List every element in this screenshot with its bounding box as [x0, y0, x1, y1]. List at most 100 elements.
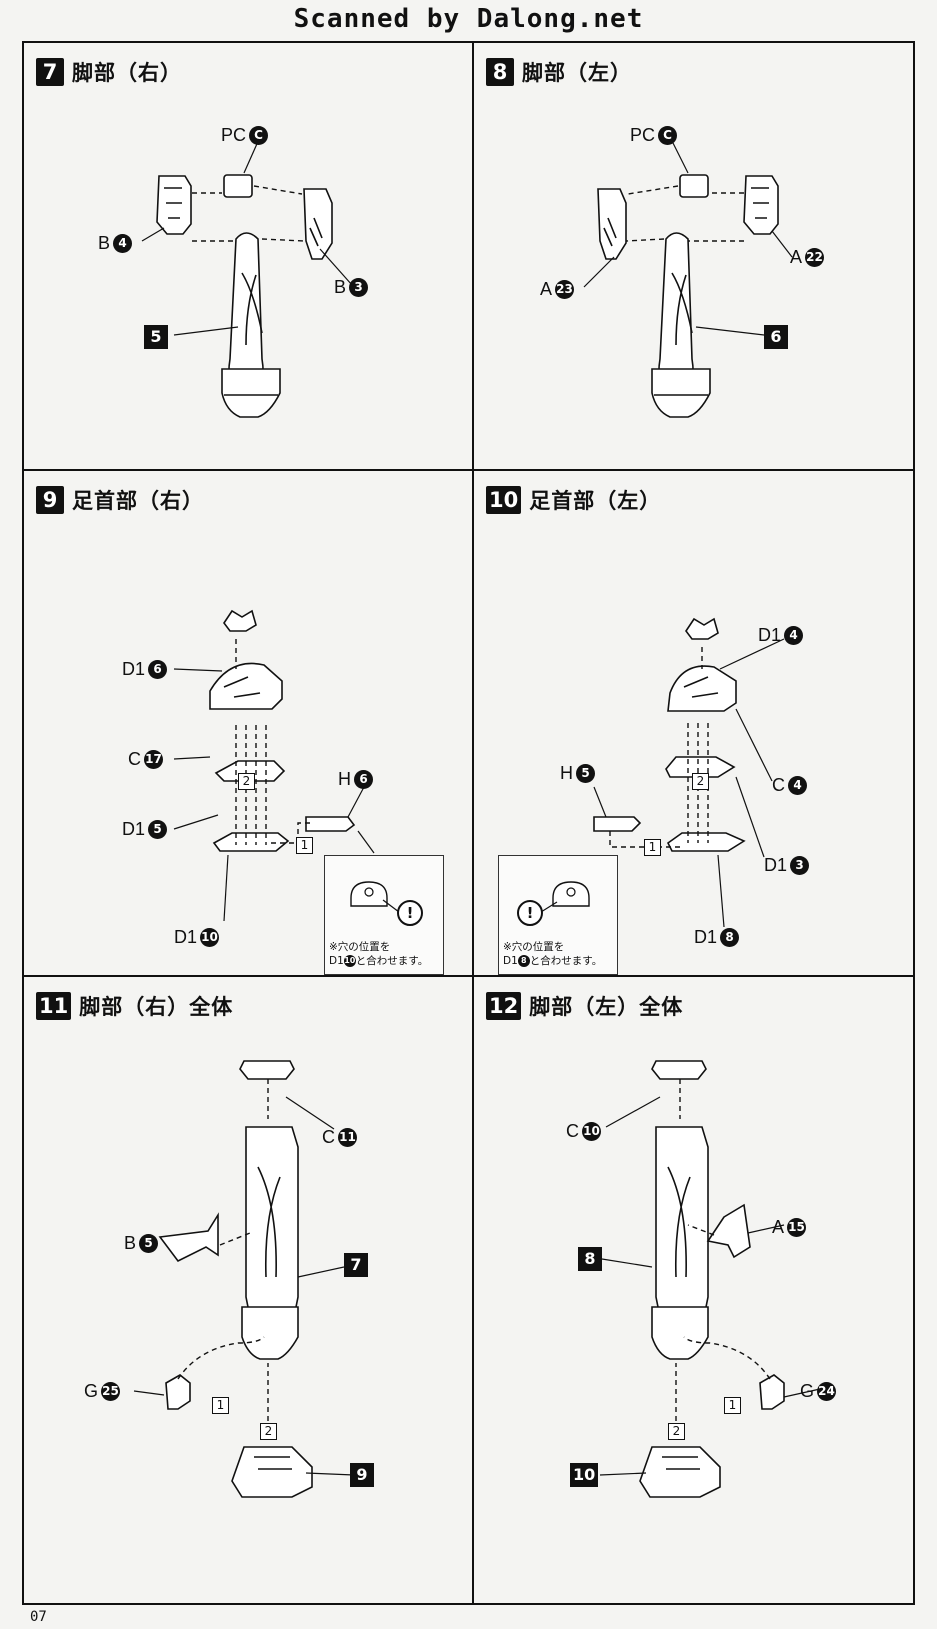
- step-11-title: 11 脚部（右）全体: [36, 991, 233, 1021]
- runner-number-badge: 11: [338, 1128, 357, 1147]
- divider-row-2: [24, 975, 913, 977]
- step-11-panel: 11 脚部（右）全体: [24, 977, 472, 1603]
- step-7-panel: 7 脚部（右）: [24, 43, 472, 469]
- step-8-diagram: [583, 136, 793, 418]
- sequence-marker: 2: [692, 773, 709, 790]
- part-number-box: 8: [578, 1247, 602, 1271]
- step-heading: 脚部（左）全体: [529, 995, 684, 1019]
- step-11-diagram: [133, 1060, 355, 1498]
- hole-alignment-note: ! ※穴の位置を D110と合わせます。: [324, 855, 444, 975]
- runner-number-badge: C: [658, 126, 678, 145]
- step-heading: 脚部（左）: [522, 61, 632, 85]
- step-heading: 脚部（右）全体: [79, 995, 234, 1019]
- step-number: 11: [36, 992, 72, 1020]
- step-10-title: 10 足首部（左）: [486, 485, 661, 515]
- page-number: 07: [30, 1609, 47, 1625]
- runner-number-badge: 5: [576, 764, 595, 783]
- sequence-marker: 1: [644, 839, 661, 856]
- runner-number-badge: 4: [113, 234, 133, 253]
- runner-number-badge: 8: [720, 928, 740, 947]
- instruction-grid: 7 脚部（右）: [22, 41, 915, 1605]
- runner-number-badge: 3: [349, 278, 369, 297]
- step-number: 10: [486, 486, 522, 514]
- step-12-panel: 12 脚部（左）全体: [474, 977, 915, 1603]
- runner-number-badge: 22: [805, 248, 825, 267]
- step-number: 8: [486, 58, 514, 86]
- sequence-marker: 1: [212, 1397, 229, 1414]
- warning-icon: !: [397, 900, 423, 926]
- step-7-diagram: [141, 136, 353, 418]
- part-number-box: 5: [144, 325, 168, 349]
- warning-icon: !: [517, 900, 543, 926]
- step-7-title: 7 脚部（右）: [36, 57, 182, 87]
- runner-number-badge: 17: [144, 750, 163, 769]
- runner-number-badge: 3: [790, 856, 810, 875]
- runner-number-badge: 6: [354, 770, 373, 789]
- scan-credit: Scanned by Dalong.net: [293, 4, 644, 34]
- runner-number-badge: 24: [817, 1382, 837, 1401]
- divider-row-1: [24, 469, 913, 471]
- step-12-diagram: [599, 1060, 821, 1498]
- sequence-marker: 2: [238, 773, 255, 790]
- step-number: 9: [36, 486, 64, 514]
- runner-number-badge: 5: [139, 1234, 159, 1253]
- step-8-title: 8 脚部（左）: [486, 57, 632, 87]
- part-number-box: 9: [350, 1463, 374, 1487]
- step-heading: 足首部（左）: [529, 489, 662, 513]
- part-number-box: 10: [570, 1463, 599, 1487]
- part-number-box: 7: [344, 1253, 368, 1277]
- sequence-marker: 1: [724, 1397, 741, 1414]
- step-heading: 脚部（右）: [72, 61, 182, 85]
- runner-number-badge: 25: [101, 1382, 121, 1401]
- runner-number-badge: 4: [784, 626, 804, 645]
- step-number: 7: [36, 58, 64, 86]
- step-9-title: 9 足首部（右）: [36, 485, 204, 515]
- sequence-marker: 1: [296, 837, 313, 854]
- runner-number-badge: C: [249, 126, 269, 145]
- step-8-panel: 8 脚部（左）: [474, 43, 915, 469]
- sequence-marker: 2: [668, 1423, 685, 1440]
- runner-number-badge: 23: [555, 280, 575, 299]
- step-10-diagram: [593, 617, 785, 928]
- note-text: ※穴の位置を D110と合わせます。: [329, 941, 429, 967]
- step-10-panel: 10 足首部（左）: [474, 471, 915, 975]
- runner-number-badge: 10: [582, 1122, 601, 1141]
- step-9-panel: 9 足首部（右）: [24, 471, 472, 975]
- runner-number-badge: 4: [788, 776, 807, 795]
- step-12-title: 12 脚部（左）全体: [486, 991, 683, 1021]
- step-9-diagram: [173, 609, 375, 922]
- part-number-box: 6: [764, 325, 788, 349]
- runner-number-badge: 15: [787, 1218, 807, 1237]
- step-heading: 足首部（右）: [72, 489, 204, 513]
- step-number: 12: [486, 992, 522, 1020]
- sequence-marker: 2: [260, 1423, 277, 1440]
- runner-number-badge: 6: [148, 660, 168, 679]
- runner-number-badge: 5: [148, 820, 168, 839]
- divider-vertical: [472, 43, 474, 1603]
- runner-number-badge: 10: [200, 928, 220, 947]
